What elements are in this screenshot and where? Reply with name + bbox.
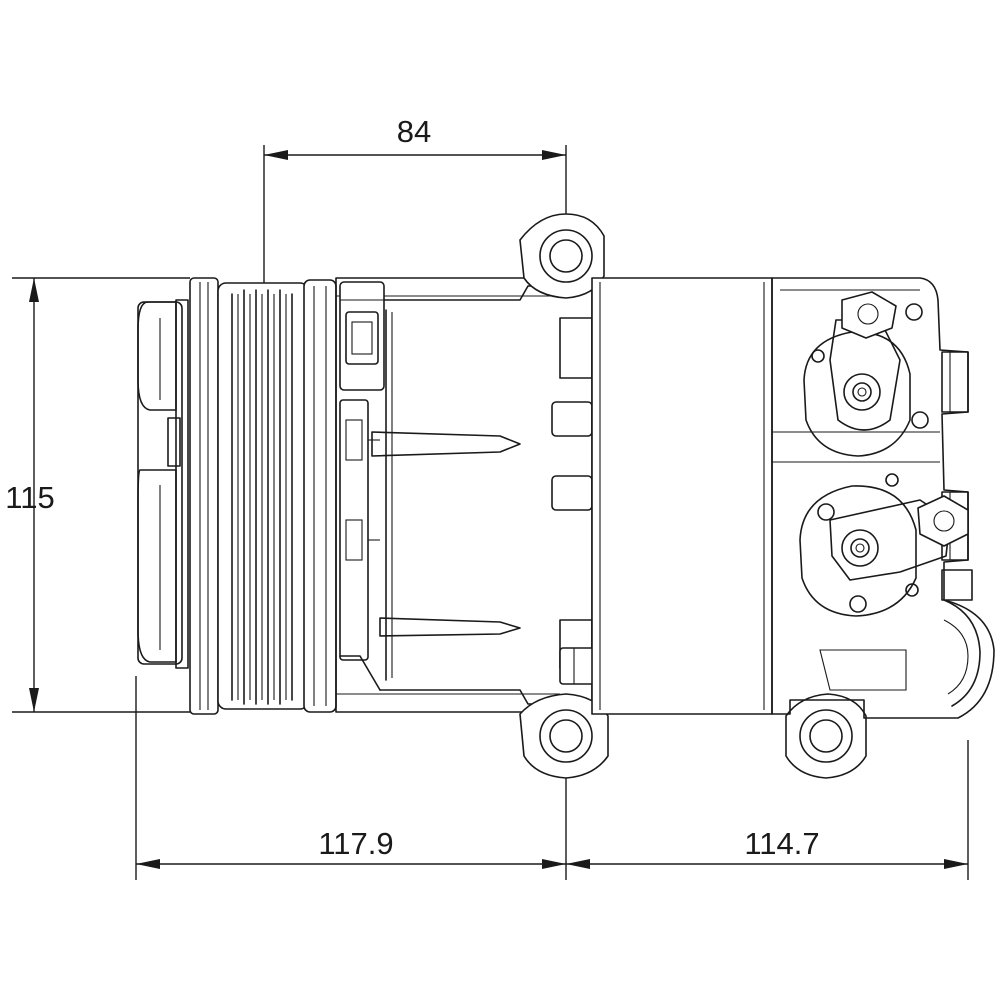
upper-valve-port	[803, 291, 929, 457]
dimension-117-9: 117.9	[135, 676, 567, 880]
dimension-label-115: 115	[5, 480, 54, 515]
dimension-114-7: 114.7	[566, 740, 969, 880]
dimension-84: 84	[263, 114, 567, 285]
dimension-115: 115	[5, 277, 190, 713]
dimension-label-114-7: 114.7	[744, 826, 819, 861]
mount-ear-bottom-right	[785, 693, 867, 779]
rear-head	[771, 277, 995, 719]
lower-valve-port	[799, 473, 969, 617]
dimension-label-84: 84	[397, 114, 431, 149]
mount-ear-top	[519, 213, 605, 299]
mount-ear-bottom-left	[519, 693, 609, 779]
pulley	[189, 277, 337, 715]
clutch-hub	[137, 299, 189, 669]
dimension-label-117-9: 117.9	[318, 826, 393, 861]
cylinder-body	[591, 277, 773, 715]
